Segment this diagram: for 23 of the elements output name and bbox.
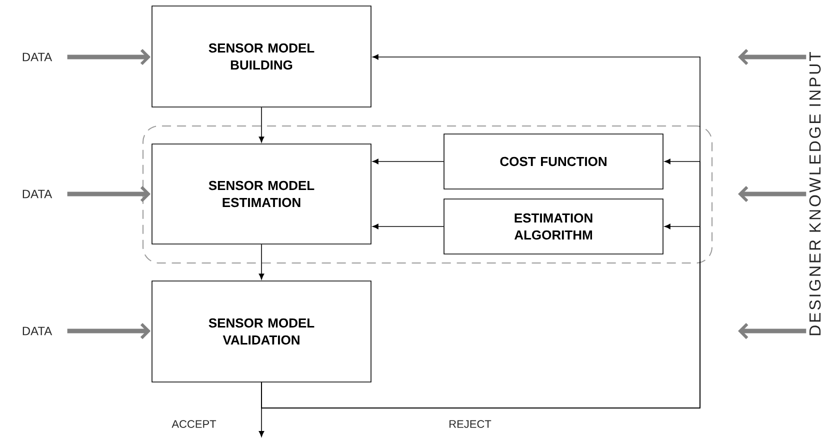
input-label: DATA (22, 190, 52, 198)
process-box: SENSOR MODEL VALIDATION (152, 280, 372, 382)
input-label: DATA (22, 326, 52, 336)
arrow (258, 107, 264, 143)
process-box: COST FUNCTION (444, 134, 664, 190)
input-label: DESIGNER KNOWLEDGE INPUT (809, 52, 821, 336)
arrow (67, 186, 151, 202)
input-label: DATA (22, 52, 52, 62)
arrow (372, 158, 444, 164)
arrow (67, 48, 151, 66)
edge-label: REJECT (448, 419, 492, 429)
process-box: SENSOR MODEL BUILDING (152, 6, 372, 108)
arrow (738, 186, 806, 202)
arrow (258, 244, 264, 280)
arrow (372, 224, 444, 230)
arrow (738, 48, 806, 66)
process-box: SENSOR MODEL ESTIMATION (152, 144, 372, 244)
arrow (738, 322, 806, 340)
process-box: ESTIMATION ALGORITHM (444, 198, 664, 254)
arrow (261, 224, 700, 408)
group-outline (142, 126, 712, 264)
arrow (67, 322, 151, 340)
edge-label: ACCEPT (170, 419, 218, 429)
